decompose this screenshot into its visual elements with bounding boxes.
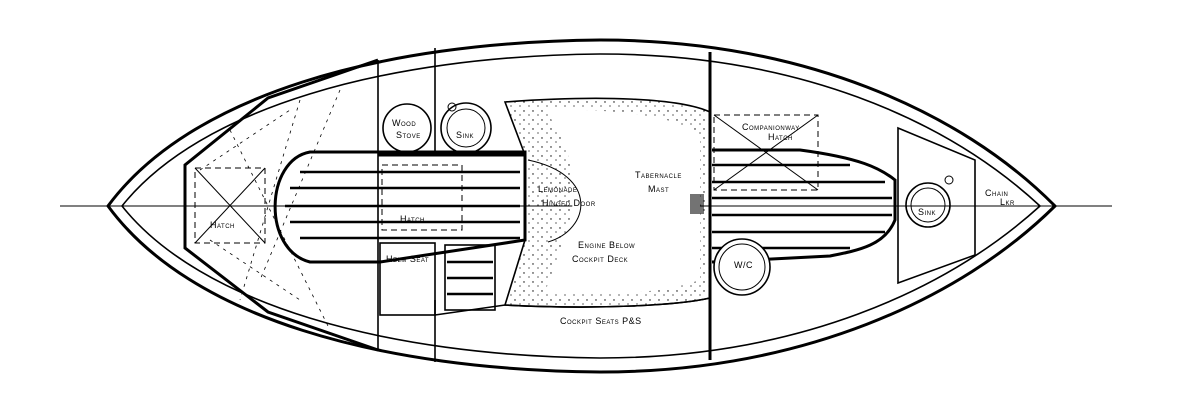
cockpit-well — [273, 150, 527, 264]
faucet-icon — [447, 102, 457, 112]
wood-stove-label: Wood — [392, 118, 416, 128]
helm-seat-label: Helm Seat — [386, 254, 429, 264]
hinged-door-label: Lemonade — [538, 184, 577, 194]
wood-stove-label: Stove — [396, 130, 421, 140]
hinged-door-swing — [527, 159, 582, 243]
wc-label: W/C — [734, 260, 753, 270]
aft-cabin-outline — [183, 58, 379, 352]
wc-toilet — [713, 238, 771, 296]
chain-locker-label: Chain — [985, 188, 1008, 198]
forward-sink — [905, 182, 951, 228]
aft-hatch-cross — [194, 167, 266, 244]
aft-hatch — [194, 167, 266, 244]
cockpit-hatch-label: Hatch — [400, 214, 425, 224]
chain-locker-label: Lkr — [1000, 197, 1015, 207]
forward-berth-outline — [711, 148, 897, 264]
deck-edge — [120, 53, 1042, 359]
forepeak-panel — [897, 126, 976, 285]
tabernacle-label: Mast — [648, 184, 669, 194]
faucet-icon — [944, 175, 954, 185]
galley-sink — [440, 102, 492, 154]
companionway-label: Hatch — [768, 132, 793, 142]
cockpit-seat-edge — [434, 297, 711, 316]
galley-sink-label: Sink — [456, 130, 474, 140]
engine-label: Engine Below — [578, 240, 635, 250]
forward-sink-label: Sink — [918, 207, 936, 217]
hull-outline — [106, 38, 1058, 374]
cockpit-seats-label: Cockpit Seats P&S — [560, 316, 642, 326]
companionway-label: Companionway — [742, 122, 800, 132]
step-treads — [444, 244, 496, 311]
wood-stove — [382, 103, 432, 153]
engine-label: Cockpit Deck — [572, 254, 628, 264]
tabernacle-label: Tabernacle — [635, 170, 682, 180]
cockpit-hatch — [381, 164, 463, 231]
hinged-door-label: Hinged Door — [542, 198, 596, 208]
aft-cabin-fill — [199, 89, 341, 331]
mast-step — [690, 194, 704, 214]
helm-seat — [379, 242, 436, 316]
aft-hatch-label: Hatch — [210, 220, 235, 230]
cockpit-slats — [285, 170, 520, 240]
